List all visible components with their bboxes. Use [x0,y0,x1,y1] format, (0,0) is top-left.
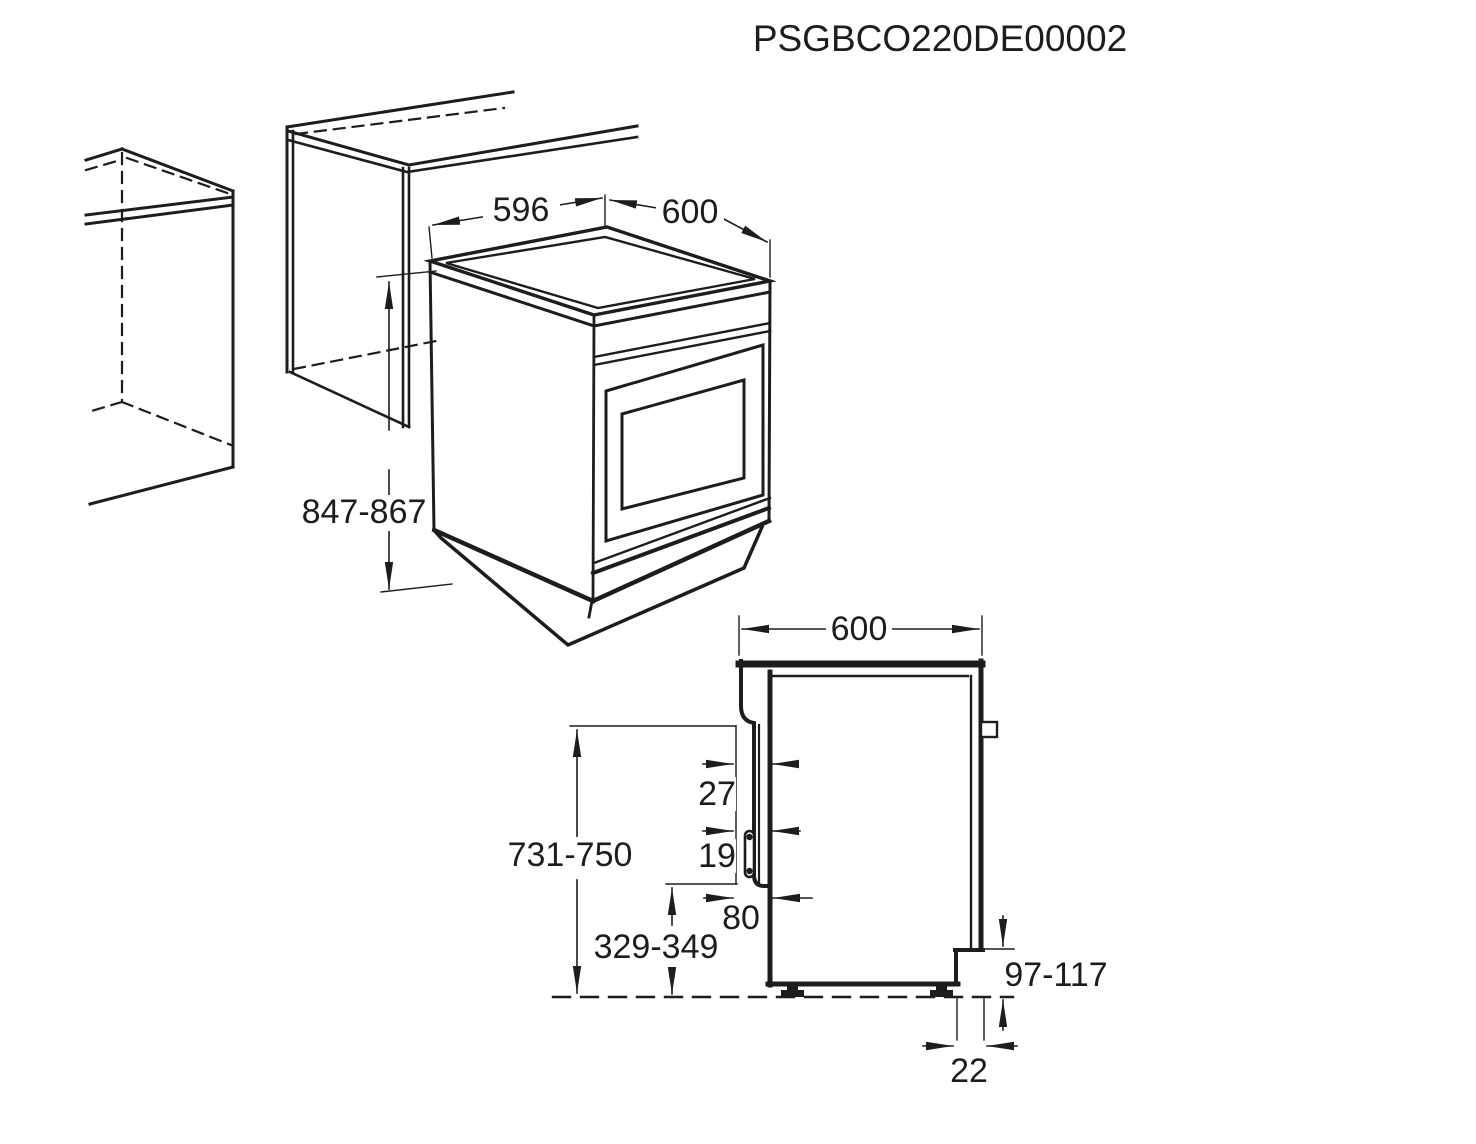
dim-panel-protrusion: 27 [698,775,736,813]
door-handle-profile [743,829,756,879]
oven-door [604,342,765,544]
dim-side-depth: 600 [831,610,888,648]
adjustable-feet [781,983,953,997]
side-view-dimensions: 600 731-750 329-349 27 19 [498,610,1108,1090]
isometric-view: 596 600 847-867 [84,90,777,648]
rear-bracket-tab [979,720,999,739]
dim-cooker-width: 596 [493,191,550,229]
dim-door-bottom-height: 329-349 [594,928,719,966]
dim-handle-protrusion: 80 [722,899,760,937]
dim-rear-recess-depth: 22 [950,1052,988,1090]
dim-door-protrusion: 19 [698,837,736,875]
dim-worktop-height: 731-750 [508,836,633,874]
side-view: 600 731-750 329-349 27 19 [498,610,1108,1090]
left-cabinet [84,147,235,506]
cooker-side-profile [551,658,1015,999]
oven-door-window [620,378,746,511]
right-cabinet-counter [285,90,639,429]
drawing-title: PSGBCO220DE00002 [753,18,1127,59]
dim-cooker-depth: 600 [662,193,719,231]
cooker-isometric [423,225,777,648]
isometric-dimensions: 596 600 847-867 [296,191,771,593]
dim-rear-recess-height: 97-117 [1004,956,1107,994]
dim-niche-height: 847-867 [302,493,427,531]
plinth [431,524,765,648]
